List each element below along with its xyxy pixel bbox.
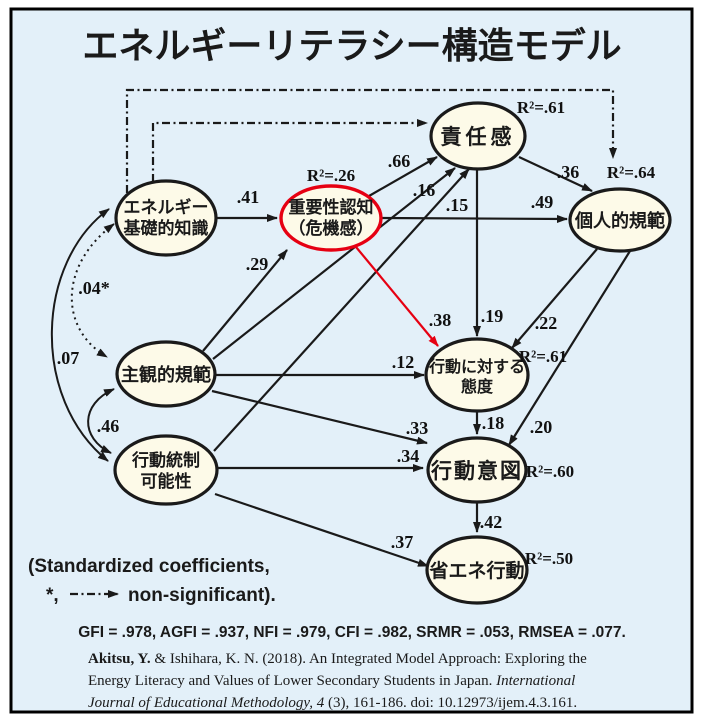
coef-subjective-attitude: .12 — [392, 352, 415, 372]
importance-label-2: （危機感） — [289, 218, 374, 239]
path-personal-intention — [508, 250, 631, 446]
knowledge-label-1: エネルギー — [124, 198, 209, 218]
behavior-ellipse — [425, 535, 529, 605]
intention-r2: R²=.60 — [526, 462, 574, 481]
path-responsibility-personal — [518, 156, 593, 192]
responsibility-label: 責任感 — [441, 125, 516, 149]
importance-ellipse — [279, 184, 383, 252]
coef-subjective-responsibility: .16 — [413, 180, 436, 200]
legend-line-1: (Standardized coefficients, — [28, 556, 270, 577]
control-label-2: 可能性 — [141, 471, 192, 492]
responsibility-ellipse — [429, 101, 527, 171]
attitude-label-1: 行動に対する — [428, 357, 525, 376]
legend-star: *, — [46, 585, 59, 606]
coef-responsibility-attitude: .19 — [481, 306, 504, 326]
subjective-ellipse — [115, 340, 217, 408]
node-responsibility: 責任感 R²=.61 — [429, 98, 565, 171]
path-subjective-intention — [211, 389, 428, 445]
citation-rest-1: & Ishihara, K. N. (2018). An Integrated … — [151, 651, 587, 667]
path-control-behavior — [214, 492, 429, 568]
citation-line3-journal: Journal of Educational Methodology, 4 — [88, 695, 325, 711]
node-personal: 個人的規範 R²=.64 — [568, 163, 672, 253]
attitude-r2: R²=.61 — [519, 347, 567, 366]
fit-indices: GFI = .978, AGFI = .937, NFI = .979, CFI… — [78, 624, 626, 641]
node-importance: 重要性認知 （危機感） R²=.26 — [279, 166, 383, 252]
corr-subjective-control — [87, 388, 115, 454]
control-label-1: 行動統制 — [131, 450, 200, 471]
coef-intention-behavior: .42 — [480, 512, 503, 532]
attitude-ellipse — [424, 337, 530, 413]
coef-personal-intention: .20 — [530, 417, 553, 437]
path-subjective-importance — [202, 249, 288, 352]
path-subjective-responsibility — [212, 167, 456, 360]
responsibility-r2: R²=.61 — [517, 98, 565, 117]
node-subjective: 主観的規範 — [115, 340, 217, 408]
citation-line-2: Energy Literacy and Values of Lower Seco… — [88, 673, 575, 689]
importance-label-1: 重要性認知 — [289, 197, 374, 218]
coef-knowledge-importance: .41 — [237, 187, 260, 207]
personal-label: 個人的規範 — [574, 210, 665, 232]
citation-line2-journal: International — [495, 673, 575, 689]
node-intention: 行動意図 R²=.60 — [426, 436, 574, 504]
coef-subjective-control: .46 — [97, 416, 120, 436]
citation-line-1: Akitsu, Y. & Ishihara, K. N. (2018). An … — [88, 651, 587, 667]
coef-responsibility-personal: .36 — [557, 162, 580, 182]
figure-border — [9, 7, 694, 714]
path-knowledge-personal-nonsig — [125, 88, 617, 193]
behavior-r2: R²=.50 — [525, 549, 573, 568]
corr-knowledge-control — [50, 208, 110, 462]
importance-r2: R²=.26 — [307, 166, 355, 185]
coef-attitude-intention: .18 — [482, 413, 505, 433]
path-control-responsibility — [213, 168, 470, 452]
coef-importance-responsibility: .66 — [388, 151, 411, 171]
node-knowledge: エネルギー 基礎的知識 — [114, 179, 218, 257]
coef-subjective-intention: .33 — [406, 418, 429, 438]
path-knowledge-responsibility-nonsig — [151, 119, 428, 182]
citation-line3-text: (3), 161-186. doi: 10.12973/ijem.4.3.161… — [324, 695, 577, 711]
coef-knowledge-subjective: .04* — [78, 278, 110, 298]
coef-subjective-importance: .29 — [246, 254, 269, 274]
coef-control-responsibility: .15 — [446, 195, 469, 215]
coef-importance-attitude: .38 — [429, 310, 452, 330]
coef-personal-attitude: .22 — [535, 313, 558, 333]
citation-line-3: Journal of Educational Methodology, 4 (3… — [88, 695, 577, 711]
personal-r2: R²=.64 — [607, 163, 656, 182]
intention-label: 行動意図 — [430, 459, 523, 483]
page-title: エネルギーリテラシー構造モデル — [82, 25, 621, 67]
citation: Akitsu, Y. & Ishihara, K. N. (2018). An … — [88, 651, 587, 711]
behavior-label: 省エネ行動 — [428, 559, 524, 582]
legend: (Standardized coefficients, *, non-signi… — [28, 556, 276, 606]
path-importance-personal — [381, 214, 568, 223]
path-importance-responsibility — [368, 156, 438, 197]
personal-ellipse — [568, 187, 672, 253]
node-control: 行動統制 可能性 — [113, 434, 219, 506]
node-attitude: 行動に対する 態度 R²=.61 — [424, 337, 567, 413]
path-personal-attitude — [511, 248, 598, 349]
intention-ellipse — [426, 436, 528, 504]
coef-control-intention: .34 — [397, 446, 420, 466]
knowledge-label-2: 基礎的知識 — [123, 218, 209, 239]
citation-line2-text: Energy Literacy and Values of Lower Seco… — [88, 673, 496, 689]
coef-control-behavior: .37 — [391, 532, 414, 552]
node-behavior: 省エネ行動 R²=.50 — [425, 535, 573, 605]
attitude-label-2: 態度 — [461, 377, 494, 396]
citation-authors: Akitsu, Y. — [88, 651, 151, 667]
corr-knowledge-subjective-nonsig — [70, 223, 115, 358]
knowledge-ellipse — [114, 179, 218, 257]
subjective-label: 主観的規範 — [121, 364, 211, 386]
control-ellipse — [113, 434, 219, 506]
path-importance-attitude-red — [355, 246, 439, 347]
coef-knowledge-control: .07 — [57, 348, 80, 368]
coef-importance-personal: .49 — [531, 192, 554, 212]
legend-line-2: non-significant). — [128, 585, 276, 606]
